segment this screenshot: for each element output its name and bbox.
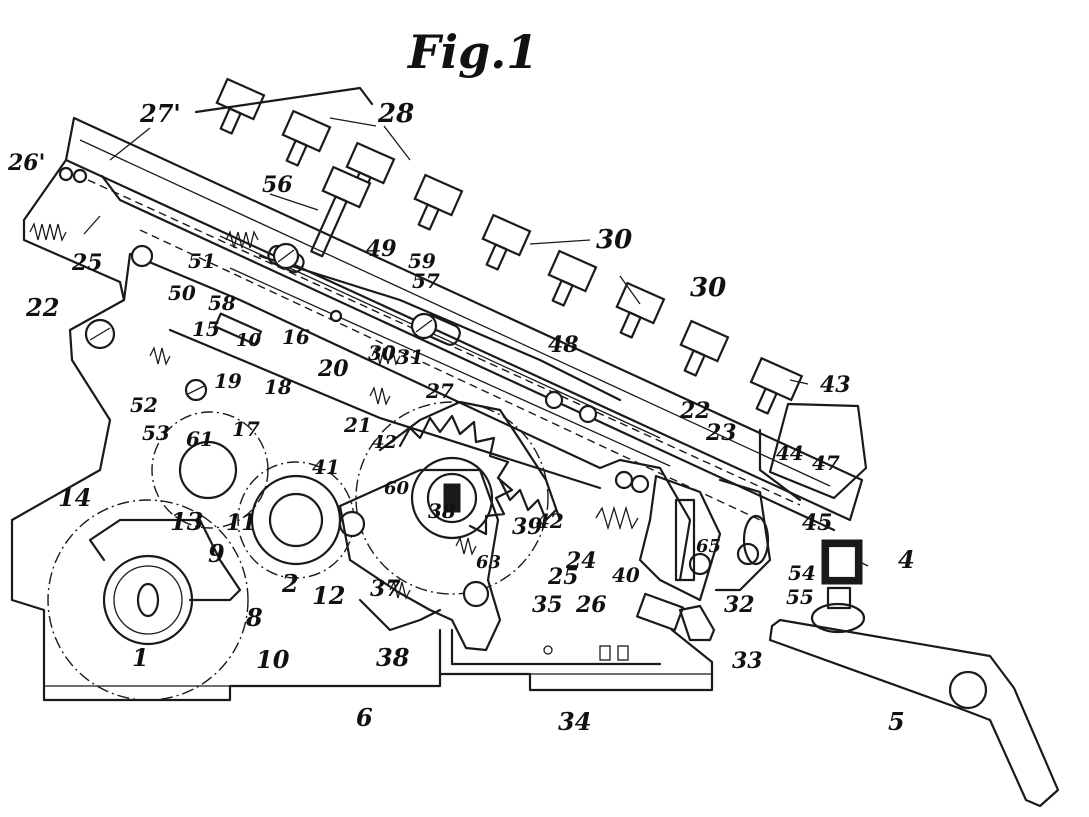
leader-lines (83, 117, 869, 567)
numeral-63: 61 (186, 427, 214, 451)
numeral-22-right: 22 (679, 398, 711, 424)
numeral-10-upper: 10 (236, 330, 262, 351)
numeral-38-lower: 37 (370, 576, 401, 602)
base-frame (10, 298, 714, 702)
numeral-60: 59 (408, 249, 436, 273)
numeral-4: 4 (898, 545, 915, 574)
numeral-30-right: 30 (690, 273, 726, 303)
screws (58, 166, 760, 576)
pedal-lever (768, 539, 1060, 808)
numeral-34: 33 (732, 648, 763, 674)
numeral-41: 40 (612, 563, 640, 587)
numeral-53: 52 (130, 393, 158, 417)
numeral-47: 45 (802, 510, 833, 536)
keys (215, 77, 804, 415)
numeral-42-left: 41 (312, 455, 340, 479)
numeral-55: 54 (788, 561, 816, 585)
numeral-27-prime: 27' (139, 99, 181, 128)
numeral-57: 56 (262, 172, 293, 198)
key-housing-edge (194, 86, 374, 114)
numeral-5: 5 (888, 707, 905, 736)
numeral-15: 15 (192, 317, 220, 341)
numeral-61: 60 (384, 478, 410, 499)
numeral-12: 12 (312, 581, 345, 610)
numeral-16: 16 (282, 325, 310, 349)
numeral-42-center: 42 (372, 432, 397, 453)
numeral-25-left: 25 (71, 250, 103, 276)
numeral-9: 9 (208, 539, 225, 568)
numeral-21: 21 (343, 413, 372, 437)
key-bar (22, 116, 864, 532)
numeral-37: 35 (532, 592, 563, 618)
numeral-48: 47 (812, 451, 840, 475)
numeral-30-top: 28 (377, 99, 414, 129)
numeral-2: 2 (281, 569, 299, 598)
figure-title: Fig.1 (406, 25, 538, 79)
numeral-59: 58 (208, 291, 236, 315)
numeral-24: 24 (565, 548, 597, 574)
numeral-6: 6 (356, 703, 373, 732)
numeral-54: 53 (142, 421, 170, 445)
numeral-10-lower: 10 (256, 645, 290, 674)
numeral-26: 26 (575, 592, 607, 618)
numeral-66: 65 (696, 536, 721, 557)
numeral-50: 49 (366, 236, 397, 262)
numeral-35: 34 (558, 707, 591, 736)
numeral-13: 13 (170, 507, 203, 536)
numeral-43: 42 (536, 509, 564, 533)
numeral-40: 39 (512, 514, 543, 540)
numeral-18: 18 (264, 375, 292, 399)
numeral-32: 31 (396, 345, 424, 369)
numeral-22-left: 22 (25, 293, 59, 322)
numeral-25-lower: 25 (547, 564, 579, 590)
numeral-39: 38 (376, 643, 410, 672)
numeral-31: 30 (368, 341, 396, 365)
numeral-38-center: 38 (428, 499, 456, 523)
numeral-27: 27 (425, 379, 454, 403)
slide-mechanism (636, 474, 772, 642)
numeral-58: 57 (412, 269, 440, 293)
numeral-51: 50 (168, 281, 196, 305)
numeral-14: 14 (58, 483, 91, 512)
numeral-44: 43 (820, 372, 851, 398)
numeral-52: 51 (188, 249, 216, 273)
numeral-1: 1 (132, 643, 149, 672)
reference-numerals: 1 2 4 5 6 8 9 10 10 11 12 13 14 15 16 17… (7, 99, 915, 736)
numeral-8: 8 (245, 603, 263, 632)
numeral-49: 48 (548, 332, 579, 358)
numeral-45: 44 (776, 441, 804, 465)
numeral-26-prime: 26' (7, 150, 45, 176)
numeral-20: 20 (317, 356, 349, 382)
numeral-11: 11 (226, 510, 257, 536)
numeral-17: 17 (232, 417, 260, 441)
numeral-19: 19 (214, 369, 242, 393)
numeral-23: 23 (705, 420, 737, 446)
wheels (47, 400, 562, 701)
numeral-65: 63 (476, 552, 501, 573)
numeral-56: 55 (786, 585, 814, 609)
numeral-33: 32 (724, 592, 755, 618)
numeral-30-middle: 30 (596, 225, 632, 255)
right-housing-box (758, 402, 868, 502)
